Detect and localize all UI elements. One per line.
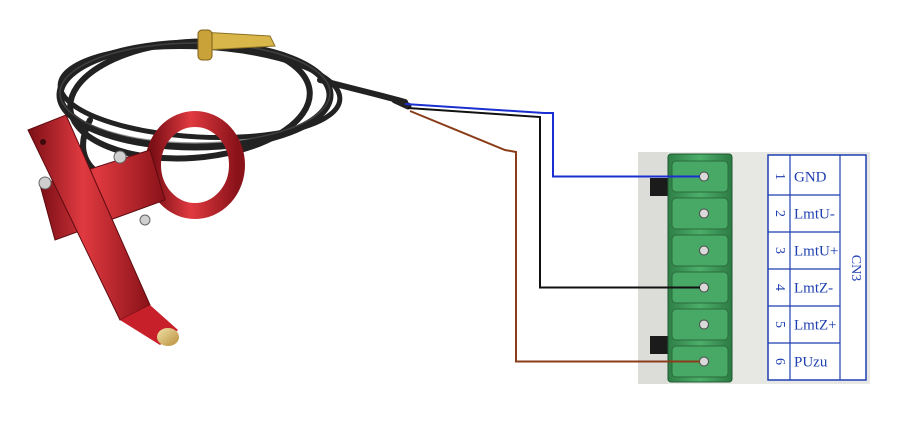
pin-label: PUzu — [794, 355, 828, 371]
pin-label: GND — [794, 170, 827, 186]
wire-black — [407, 107, 700, 289]
terminal-screw-icon — [699, 171, 709, 182]
connector-name: CN3 — [848, 255, 863, 281]
pin-number: 2 — [772, 210, 787, 217]
pin-label: LmtZ+ — [794, 318, 837, 334]
pin-number: 3 — [772, 247, 787, 254]
terminal-screw-icon — [699, 282, 709, 293]
cable-tag-icon — [197, 29, 276, 61]
terminal-screw-icon — [699, 245, 709, 256]
pin-label: LmtZ- — [794, 281, 833, 297]
terminal-screw-icon — [699, 356, 709, 367]
cable-highlight — [59, 42, 331, 144]
pin-number: 4 — [772, 284, 787, 291]
wires — [404, 103, 700, 363]
terminal-screw-icon — [699, 208, 709, 219]
terminal-block — [667, 153, 733, 383]
pin-number: 1 — [772, 173, 787, 180]
limit-sensor-icon — [27, 111, 245, 346]
label-grid: 1 GND 2 LmtU- 3 LmtU+ 4 LmtZ- 5 LmtZ+ 6 PUzu — [768, 170, 840, 371]
terminal-screws — [671, 160, 729, 378]
pin-label: LmtU- — [794, 207, 835, 223]
wire-brown — [409, 110, 700, 363]
pin-number: 5 — [772, 321, 787, 328]
wire-blue — [404, 103, 700, 178]
pin-label: LmtU+ — [794, 244, 838, 260]
pin-number: 6 — [772, 358, 787, 365]
terminal-screw-icon — [699, 319, 709, 330]
